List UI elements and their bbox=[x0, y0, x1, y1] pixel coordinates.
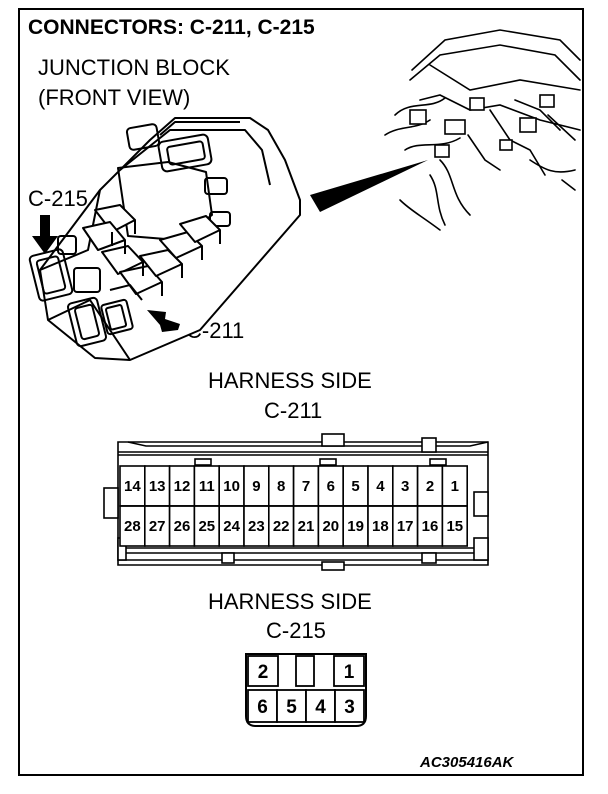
c211-pin-number: 14 bbox=[124, 478, 141, 495]
c211-pin-number: 18 bbox=[372, 518, 389, 535]
c211-pin-number: 16 bbox=[422, 518, 439, 535]
junction-block-label: JUNCTION BLOCK bbox=[38, 55, 230, 80]
c211-pin-number: 5 bbox=[351, 478, 359, 495]
c211-pin-cavity bbox=[391, 505, 419, 547]
c211-pin-number: 9 bbox=[252, 478, 260, 495]
c215-pin-cavity bbox=[305, 689, 336, 723]
c211-pin-number: 23 bbox=[248, 518, 265, 535]
c211-pin-number: 28 bbox=[124, 518, 141, 535]
c215-pin-number: 3 bbox=[344, 697, 355, 718]
c211-pin-cavity bbox=[119, 505, 146, 547]
figure-code: AC305416AK bbox=[420, 754, 514, 771]
c211-pin-number: 22 bbox=[273, 518, 290, 535]
front-view-label: (FRONT VIEW) bbox=[38, 85, 191, 110]
figure-title: CONNECTORS: C-211, C-215 bbox=[28, 16, 315, 39]
c215-pin-cavity bbox=[334, 689, 365, 723]
c211-pin-cavity bbox=[119, 465, 146, 507]
c211-pin-number: 25 bbox=[198, 518, 215, 535]
c211-pin-number: 24 bbox=[223, 518, 240, 535]
c211-pin-number: 27 bbox=[149, 518, 166, 535]
c211-connector-body bbox=[103, 433, 489, 571]
c215-pin-number: 4 bbox=[315, 697, 326, 718]
c211-pin-number: 1 bbox=[451, 478, 459, 495]
vehicle-location-illustration bbox=[384, 29, 581, 231]
c215-pin-number: 1 bbox=[344, 662, 355, 683]
c211-pin-number: 8 bbox=[277, 478, 285, 495]
c211-pin-number: 21 bbox=[298, 518, 315, 535]
c215-connector-name: C-215 bbox=[266, 618, 326, 643]
c215-pin-number: 6 bbox=[257, 697, 268, 718]
c215-pin-cavity bbox=[333, 655, 365, 687]
c215-pin-cavity bbox=[247, 655, 279, 687]
c215-pin-cavity bbox=[295, 655, 315, 687]
c215-pin-cavity bbox=[276, 689, 307, 723]
c215-arrow bbox=[32, 215, 58, 254]
c211-pin-number: 4 bbox=[376, 478, 385, 495]
c215-callout-label: C-215 bbox=[28, 186, 88, 211]
c211-pin-number: 26 bbox=[174, 518, 191, 535]
c215-pin-cavity bbox=[247, 689, 278, 723]
c211-pin-number: 6 bbox=[327, 478, 335, 495]
c211-pin-number: 20 bbox=[322, 518, 339, 535]
c215-pin-number: 5 bbox=[286, 697, 297, 718]
junction-block-illustration bbox=[28, 117, 301, 361]
c211-pin-cavity bbox=[317, 465, 344, 507]
c215-harness-side-label: HARNESS SIDE bbox=[208, 589, 372, 614]
c211-pin-number: 15 bbox=[446, 518, 463, 535]
c211-pin-cavity bbox=[218, 465, 245, 507]
c211-harness-side-label: HARNESS SIDE bbox=[208, 368, 372, 393]
c211-pin-number: 7 bbox=[302, 478, 310, 495]
c211-pin-number: 2 bbox=[426, 478, 434, 495]
c211-pin-number: 13 bbox=[149, 478, 166, 495]
location-pointer bbox=[310, 160, 428, 212]
figure-frame bbox=[18, 8, 584, 776]
c211-pin-number: 10 bbox=[223, 478, 240, 495]
c211-pin-number: 17 bbox=[397, 518, 414, 535]
c211-arrow bbox=[147, 310, 180, 332]
c211-pin-number: 12 bbox=[174, 478, 191, 495]
c211-pin-cavity bbox=[267, 465, 295, 507]
c211-connector-name: C-211 bbox=[264, 398, 323, 423]
c215-pin-number: 2 bbox=[258, 662, 269, 683]
c211-pin-number: 19 bbox=[347, 518, 364, 535]
c211-pin-cavity bbox=[292, 465, 320, 507]
c211-pin-number: 11 bbox=[199, 478, 215, 495]
c211-pin-number: 3 bbox=[401, 478, 409, 495]
